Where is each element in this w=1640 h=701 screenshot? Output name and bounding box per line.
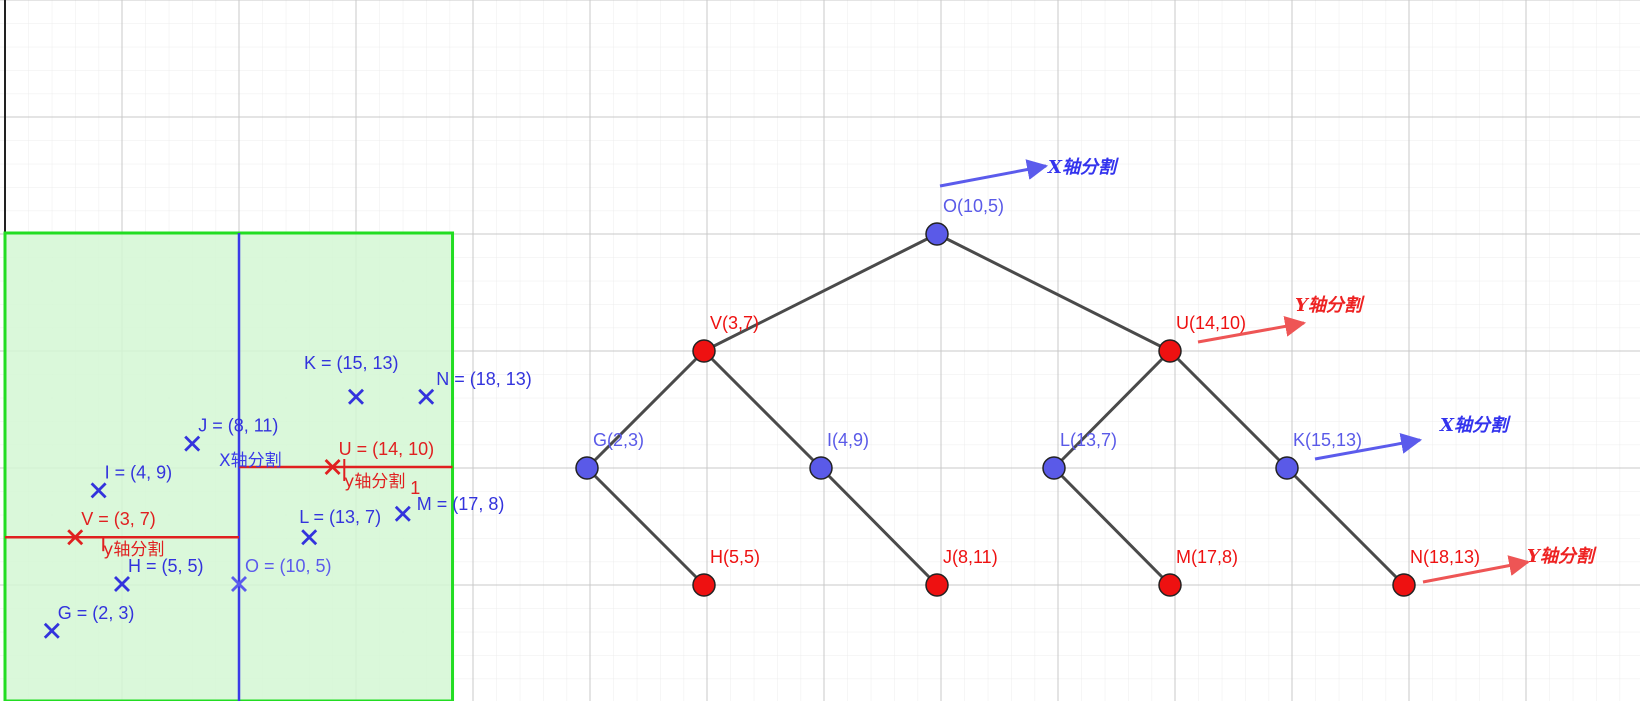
tree-node-label-m: M(17,8)	[1176, 547, 1238, 567]
split-annotation-o: X轴分割	[1047, 157, 1119, 178]
point-label-u: U = (14, 10)	[339, 439, 435, 459]
tree-node-label-i: I(4,9)	[827, 430, 869, 450]
tree-edge-k-n	[1285, 466, 1406, 587]
point-marker-h	[114, 576, 130, 592]
split-annotation-n: Y轴分割	[1527, 546, 1597, 567]
y-split-label-left: y轴分割	[103, 540, 164, 560]
point-marker-j	[184, 435, 201, 452]
split-arrow-n	[1422, 555, 1531, 584]
point-label-m: M = (17, 8)	[417, 494, 505, 514]
point-label-g: G = (2, 3)	[58, 603, 135, 623]
tree-node-u	[1158, 339, 1182, 363]
tree-edge-o-u	[936, 232, 1171, 353]
tree-node-label-u: U(14,10)	[1176, 313, 1246, 333]
point-marker-k	[348, 388, 364, 405]
tree-edge-u-l	[1052, 349, 1172, 470]
tree-edge-o-v	[703, 232, 938, 353]
point-marker-g	[43, 622, 60, 639]
split-arrow-o	[939, 159, 1049, 188]
y-split-label-right-subscript: 1	[410, 478, 420, 498]
tree-node-label-o: O(10,5)	[943, 196, 1004, 216]
tree-edge-v-i	[702, 349, 823, 470]
tree-node-n	[1392, 573, 1416, 597]
point-marker-n	[418, 388, 435, 405]
point-label-h: H = (5, 5)	[128, 556, 204, 576]
point-label-k: K = (15, 13)	[304, 353, 399, 373]
tree-node-h	[692, 573, 716, 597]
split-annotation-u: Y轴分割	[1295, 295, 1365, 316]
tree-node-k	[1275, 456, 1299, 480]
y-split-label-right: y轴分割	[344, 472, 405, 492]
tree-edge-i-j	[819, 466, 939, 587]
tree-edge-u-k	[1168, 349, 1289, 470]
split-arrow-k	[1314, 433, 1423, 461]
point-label-n: N = (18, 13)	[436, 369, 532, 389]
kd-tree: O(10,5) V(3,7) U(14,10) G(2,3) I(4,9) L(13,7)…	[575, 157, 1597, 597]
point-marker-i	[90, 482, 107, 499]
tree-node-j	[925, 573, 949, 597]
tree-node-label-k: K(15,13)	[1293, 430, 1362, 450]
tree-node-g	[575, 456, 599, 480]
tree-edge-l-m	[1052, 466, 1172, 587]
tree-node-v	[692, 339, 716, 363]
tree-node-m	[1158, 573, 1182, 597]
point-marker-o	[231, 576, 247, 592]
tree-node-label-h: H(5,5)	[710, 547, 760, 567]
tree-node-label-v: V(3,7)	[710, 313, 759, 333]
point-marker-m	[394, 505, 411, 522]
point-marker-l	[301, 529, 318, 546]
point-label-v: V = (3, 7)	[81, 509, 156, 529]
point-label-l: L = (13, 7)	[299, 507, 381, 527]
tree-node-label-n: N(18,13)	[1410, 547, 1480, 567]
point-marker-u	[324, 459, 341, 475]
split-annotation-k: X轴分割	[1439, 415, 1511, 436]
tree-edge-v-g	[585, 349, 706, 470]
point-label-i: I = (4, 9)	[105, 462, 173, 482]
tree-node-label-l: L(13,7)	[1060, 430, 1117, 450]
point-marker-v	[67, 529, 84, 546]
point-label-o: O = (10, 5)	[245, 556, 332, 576]
tree-node-l	[1042, 456, 1066, 480]
split-arrow-u	[1197, 315, 1307, 344]
tree-edge-g-h	[585, 466, 706, 587]
tree-node-i	[809, 456, 833, 480]
tree-node-label-g: G(2,3)	[593, 430, 644, 450]
x-split-label: X轴分割	[219, 451, 282, 471]
tree-node-o	[925, 222, 949, 246]
point-label-j: J = (8, 11)	[198, 416, 278, 436]
tree-node-label-j: J(8,11)	[943, 547, 998, 567]
